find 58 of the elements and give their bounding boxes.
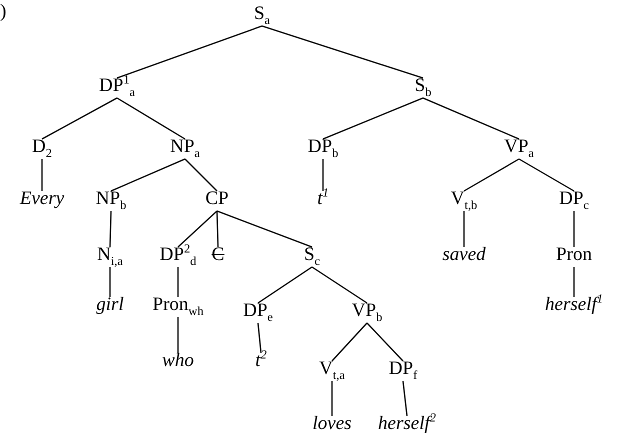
tree-branch: [116, 97, 186, 140]
word-label: saved: [442, 245, 486, 265]
category-label: D$_{2}$: [32, 137, 52, 157]
category-label: CP: [205, 189, 229, 209]
tree-branch: [573, 211, 575, 247]
word-label: girl: [96, 295, 124, 315]
category-label: S$_{c}$: [304, 245, 320, 265]
category-label: DP$_{c}$: [559, 189, 589, 209]
tree-branch: [110, 158, 186, 192]
word-label: herself$^{1}$: [545, 295, 603, 315]
tree-branch: [322, 97, 424, 140]
tree-branch: [216, 210, 312, 248]
tree-branch: [463, 211, 465, 247]
tree-branch: [216, 210, 219, 248]
word-label: t$^{2}$: [255, 351, 267, 371]
tree-branch: [258, 266, 312, 304]
tree-branch: [332, 322, 368, 362]
word-label: loves: [312, 414, 352, 434]
word-label: Every: [20, 189, 64, 209]
tree-branch: [42, 97, 118, 140]
tree-branch: [178, 210, 218, 248]
category-label: DP$_{f}$: [388, 359, 418, 379]
category-label: Pron$_{wh}$: [152, 295, 204, 315]
category-label: S$_{a}$: [254, 4, 270, 24]
category-label: V$_{t,a}$: [319, 359, 345, 379]
tree-branch: [177, 267, 179, 297]
tree-branch: [41, 159, 43, 191]
word-label: t$^{1}$: [317, 189, 329, 209]
tree-branch: [464, 158, 520, 192]
category-label: NP$_{a}$: [170, 137, 200, 157]
category-label: C: [212, 245, 224, 265]
category-label: Pron: [556, 245, 592, 265]
tree-branch: [184, 158, 218, 192]
word-label: herself$^{2}$: [378, 414, 436, 434]
tree-branch: [331, 381, 333, 416]
tree-branch: [402, 380, 408, 416]
word-label: who: [162, 351, 194, 371]
category-label: VP$_{b}$: [352, 301, 382, 321]
category-label: V$_{t,b}$: [450, 189, 478, 209]
category-label: NP$_{b}$: [96, 189, 126, 209]
tree-branch: [422, 97, 520, 140]
category-label: N$_{i,a}$: [97, 245, 123, 265]
tree-branch: [109, 267, 111, 297]
category-label: DP$_{b}$: [308, 137, 338, 157]
tree-branch: [116, 25, 262, 79]
category-label: DP$_{e}$: [243, 301, 273, 321]
tree-branch: [177, 317, 179, 353]
tree-branch: [322, 159, 324, 191]
tree-branch: [312, 266, 368, 304]
category-label: S$_{b}$: [414, 76, 432, 96]
category-label: VP$_{a}$: [504, 137, 534, 157]
tree-branch: [366, 322, 404, 362]
tree-branch: [262, 25, 424, 79]
tree-branch: [109, 210, 112, 248]
tree-branch: [573, 267, 575, 297]
tree-branch: [257, 322, 262, 354]
example-number: ): [0, 2, 6, 22]
tree-branch: [518, 158, 574, 192]
